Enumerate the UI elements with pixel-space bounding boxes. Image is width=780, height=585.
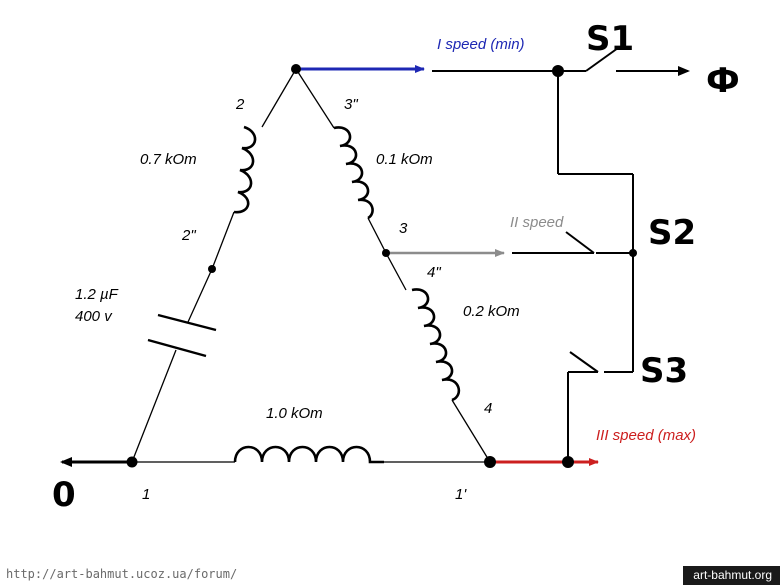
winding-bottom <box>132 445 490 464</box>
winding-left-value: 0.7 kOm <box>140 151 197 168</box>
node-s2-junction <box>629 249 637 257</box>
winding-bottom-value: 1.0 kOm <box>266 405 323 422</box>
capacitor-value: 1.2 µF <box>75 286 119 303</box>
winding-left <box>211 68 297 270</box>
node-1-prime <box>484 456 496 468</box>
switch-s3-label: S3 <box>640 351 688 391</box>
switch-network <box>432 47 690 462</box>
site-watermark: art-bahmut.org <box>683 566 780 585</box>
node-1 <box>126 456 138 468</box>
node-2-dblprime <box>208 265 216 273</box>
node-label-4-dblprime: 4" <box>427 264 441 281</box>
source-url[interactable]: http://art-bahmut.ucoz.ua/forum/ <box>6 567 238 581</box>
switch-s2-blade <box>565 231 595 254</box>
switch-s2-label: S2 <box>648 213 696 253</box>
node-3 <box>382 249 390 257</box>
speed1-label: I speed (min) <box>437 36 525 53</box>
phase-terminal-label: Ф <box>706 61 740 101</box>
node-label-3: 3 <box>399 220 408 237</box>
node-label-3-dblprime: 3" <box>344 96 358 113</box>
winding-right-lower-value: 0.2 kOm <box>463 303 520 320</box>
winding-right-upper <box>295 68 387 254</box>
node-top <box>291 64 301 74</box>
winding-right-upper-value: 0.1 kOm <box>376 151 433 168</box>
node-label-2: 2 <box>235 96 245 113</box>
winding-right-lower <box>385 252 491 463</box>
junction-dots <box>126 64 637 468</box>
node-label-1-prime: 1' <box>455 486 467 503</box>
node-s1-junction <box>552 65 564 77</box>
node-s3-junction <box>562 456 574 468</box>
node-label-1: 1 <box>142 486 150 503</box>
speed2-label: II speed <box>510 214 564 231</box>
capacitor-voltage: 400 v <box>75 308 113 325</box>
speed3-label: III speed (max) <box>596 427 696 444</box>
neutral-terminal-label: 0 <box>52 475 76 515</box>
switch-s1-blade <box>585 47 619 72</box>
node-label-2-dblprime: 2" <box>181 227 196 244</box>
node-label-4: 4 <box>484 400 492 417</box>
switch-s3-blade <box>569 351 599 373</box>
switch-s1-label: S1 <box>586 19 634 59</box>
capacitor <box>131 268 217 463</box>
